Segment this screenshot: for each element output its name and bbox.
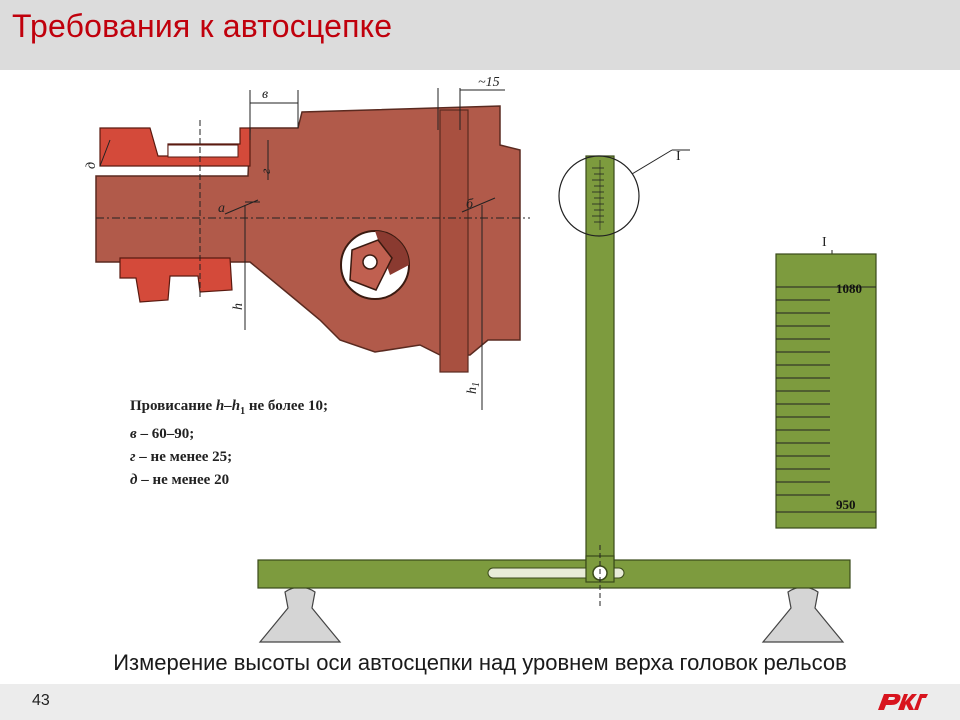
- right-rail-head: [761, 586, 845, 643]
- label-h: h: [231, 303, 246, 310]
- callout-label: I: [676, 149, 681, 164]
- slide-header: Требования к автосцепке: [0, 0, 960, 70]
- rzd-logo-icon: [874, 688, 930, 719]
- coupler-drawing-svg: в ~15 д г а б h h1 I: [84, 75, 877, 643]
- callout-circle: [558, 155, 640, 237]
- label-d: д: [84, 162, 99, 169]
- slide-footer: 43: [0, 684, 960, 720]
- label-g: г: [259, 168, 274, 174]
- slide-title: Требования к автосцепке: [12, 8, 393, 44]
- measuring-gauge: I: [257, 149, 851, 643]
- detail-label: I: [822, 235, 827, 250]
- technical-figure: в ~15 д г а б h h1 I: [0, 70, 960, 648]
- page-number: 43: [32, 692, 50, 709]
- detail-scale: I 10: [775, 235, 877, 529]
- ruler-ticks: [592, 160, 604, 230]
- dim-label-15: ~15: [478, 75, 500, 90]
- note-line-1: Провисание h–h1 не более 10;: [130, 398, 328, 417]
- coupler-body: [95, 105, 521, 373]
- dim-label-v: в: [262, 87, 268, 102]
- scale-label-950: 950: [836, 497, 856, 512]
- left-rail-head: [258, 586, 342, 643]
- label-h1: h1: [465, 382, 482, 394]
- note-line-3: г – не менее 25;: [130, 449, 233, 465]
- note-line-4: д – не менее 20: [130, 472, 230, 488]
- dimension-lines: [96, 88, 530, 410]
- label-b: б: [466, 197, 474, 212]
- scale-label-1080: 1080: [836, 281, 862, 296]
- figure-caption: Измерение высоты оси автосцепки над уров…: [113, 650, 847, 675]
- requirements-notes: Провисание h–h1 не более 10; в – 60–90; …: [130, 395, 328, 492]
- label-a: а: [218, 201, 225, 216]
- note-line-2: в – 60–90;: [130, 426, 195, 442]
- drawing-labels: в ~15 д г а б h h1: [84, 75, 500, 394]
